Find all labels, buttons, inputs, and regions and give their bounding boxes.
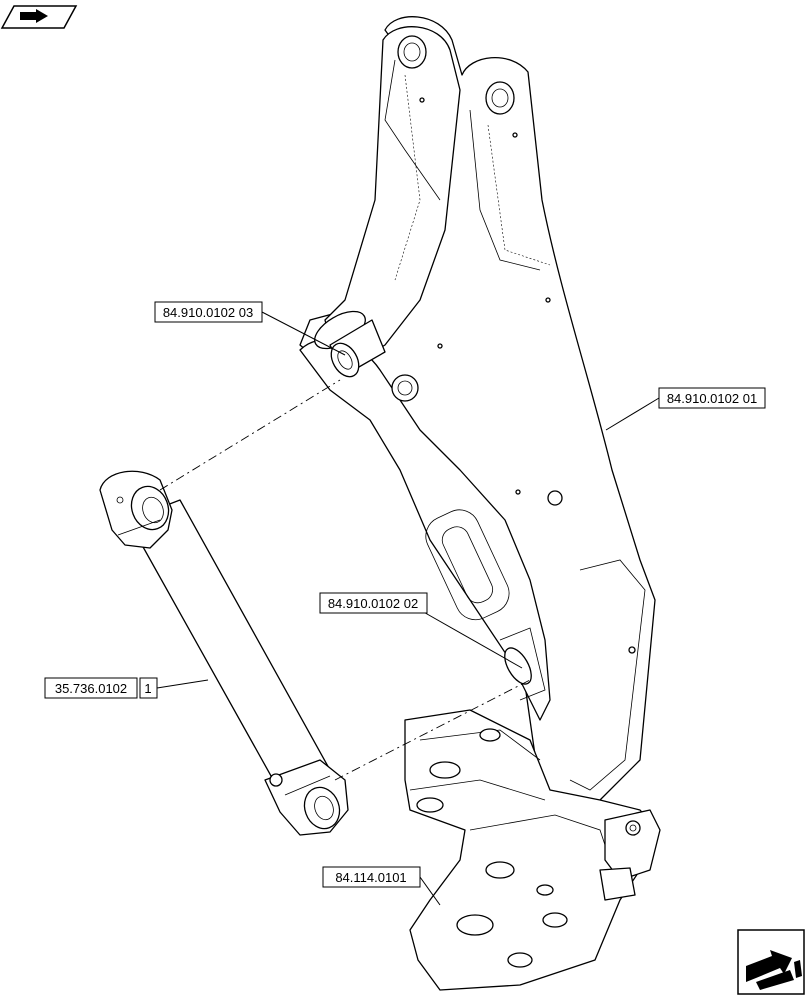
callout-pin-upper[interactable]: 84.910.0102 03 (154, 301, 263, 323)
frame-bracket (404, 627, 661, 991)
callout-pin-lower-text: 84.910.0102 02 (328, 596, 418, 611)
callout-pin-upper-text: 84.910.0102 03 (163, 305, 253, 320)
callout-bracket-text: 84.114.0101 (335, 870, 406, 885)
callout-cylinder[interactable]: 35.736.0102 1 (44, 677, 158, 699)
leader-lines (156, 311, 660, 906)
alignment-lines (159, 379, 531, 781)
lift-arm (299, 16, 656, 811)
pin-upper (314, 310, 386, 378)
callout-pin-lower[interactable]: 84.910.0102 02 (319, 592, 428, 614)
callout-bracket[interactable]: 84.114.0101 (322, 866, 421, 888)
hydraulic-cylinder (99, 470, 349, 836)
callout-arm[interactable]: 84.910.0102 01 (658, 387, 766, 409)
callout-cylinder-qty: 1 (144, 681, 151, 696)
previous-page-arrow-icon[interactable] (0, 5, 78, 29)
callout-arm-text: 84.910.0102 01 (667, 391, 757, 406)
callout-cylinder-text: 35.736.0102 (55, 681, 127, 696)
next-page-arrow-icon[interactable] (737, 929, 805, 995)
